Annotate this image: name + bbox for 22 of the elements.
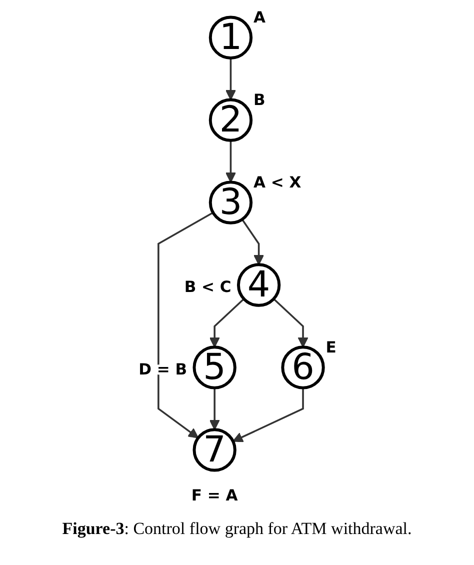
- node-annotation: A < X: [253, 174, 301, 192]
- node-circle: 6: [280, 346, 324, 390]
- arrow: [157, 212, 214, 438]
- arrow: [208, 298, 244, 348]
- figure-caption: Figure-3: Control flow graph for ATM withdrawal.: [62, 519, 412, 538]
- arrow: [225, 58, 236, 100]
- node-annotation: E: [325, 338, 336, 357]
- arrow: [232, 388, 304, 442]
- node-circle: 5: [192, 346, 236, 390]
- arrow: [240, 218, 264, 266]
- node-annotation: F = A: [190, 486, 238, 505]
- node-circle: 3: [208, 180, 252, 224]
- arrow: [208, 388, 220, 430]
- node-annotation: A: [253, 8, 265, 27]
- node-circle: 1: [208, 16, 252, 60]
- node-circle: 4: [236, 263, 280, 307]
- node-annotation: B < C: [184, 278, 231, 296]
- node-circle: 7: [192, 428, 236, 472]
- node-circle: 2: [208, 98, 252, 142]
- node-annotation: B: [253, 91, 265, 110]
- arrow: [272, 298, 308, 348]
- arrow: [225, 140, 236, 183]
